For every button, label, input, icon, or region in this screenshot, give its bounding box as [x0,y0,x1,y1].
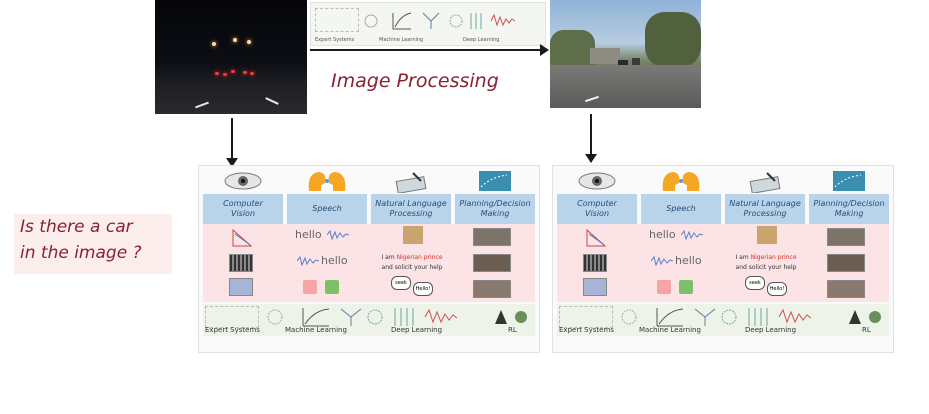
documents-icon [757,226,777,244]
hello-text-2: hello [675,254,702,267]
right-down-arrow-line [590,114,592,156]
prince-message-line2: and solicit your help [381,264,443,271]
category-speech: Speech [641,194,721,224]
eye-icon [557,168,637,194]
label-expert-systems: Expert Systems [205,326,260,334]
label-machine-learning: Machine Learning [639,326,701,334]
waveform-icon [297,256,319,266]
question-box: Is there a car in the image ? [14,214,172,274]
image-thumbnail [229,278,253,296]
left-down-arrow-head [226,158,238,167]
waveform-icon [651,256,673,266]
code-snippet-icon [559,306,613,328]
eye-icon [203,168,283,194]
triangle-diagram-icon [586,228,607,247]
unlock-icon [679,280,693,294]
ml-dl-icons [364,12,516,30]
speech-bubble-hello: Hello! [413,282,433,296]
document-pen-icon [725,168,805,194]
methods-icons [267,308,527,327]
methods-band: Expert Systems Machine Learning Deep Lea… [203,304,535,336]
label-rl: RL [508,326,517,334]
methods-icons [621,308,881,327]
label-machine-learning: Machine Learning [285,326,347,334]
document-pen-icon [371,168,451,194]
planning-map-icon [455,168,535,194]
speech-bubble-seek: seek [391,276,411,290]
image-processing-title: Image Processing [331,70,499,92]
code-snippet-icon [205,306,259,328]
right-down-arrow-head [585,154,597,163]
hello-text-1: hello [649,228,676,241]
label-expert-systems: Expert Systems [559,326,614,334]
speaking-heads-icon [641,168,721,194]
strip-label-expert: Expert Systems [315,37,355,43]
methods-band: Expert Systems Machine Learning Deep Lea… [557,304,889,336]
waveform-icon [681,230,703,240]
speech-bubble-seek: seek [745,276,765,290]
process-arrow-line [310,49,542,51]
strip-label-dl: Deep Learning [463,37,500,43]
left-down-arrow-line [231,118,233,160]
documents-icon [403,226,423,244]
texture-thumbnail [229,254,253,272]
day-road-photo [550,0,701,108]
prince-message: I am Nigerian prince [735,254,797,261]
planning-thumb-1 [827,228,865,246]
lock-icon [303,280,317,294]
examples-band: hello hello I am Nigerian prince and sol… [203,224,535,302]
speech-bubble-hello: Hello! [767,282,787,296]
triangle-diagram-icon [232,228,253,247]
process-arrow-head [540,44,549,56]
planning-thumb-2 [473,254,511,272]
texture-thumbnail [583,254,607,272]
strip-label-ml: Machine Learning [379,37,424,43]
examples-band: hello hello I am Nigerian prince and sol… [557,224,889,302]
label-rl: RL [862,326,871,334]
question-line-1: Is there a car [20,217,133,237]
ai-methods-strip: Expert Systems Machine Learning Deep Lea… [310,2,546,46]
label-deep-learning: Deep Learning [745,326,797,334]
planning-thumb-3 [473,280,511,298]
code-snippet-icon [315,8,359,32]
night-road-photo [155,0,307,114]
hello-text-2: hello [321,254,348,267]
category-speech: Speech [287,194,367,224]
label-deep-learning: Deep Learning [391,326,443,334]
planning-thumb-3 [827,280,865,298]
speaking-heads-icon [287,168,367,194]
planning-thumb-1 [473,228,511,246]
planning-map-icon [809,168,889,194]
hello-text-1: hello [295,228,322,241]
lock-icon [657,280,671,294]
waveform-icon [327,230,349,240]
image-thumbnail [583,278,607,296]
prince-message: I am Nigerian prince [381,254,443,261]
question-line-2: in the image ? [20,243,142,263]
prince-message-line2: and solicit your help [735,264,797,271]
unlock-icon [325,280,339,294]
planning-thumb-2 [827,254,865,272]
